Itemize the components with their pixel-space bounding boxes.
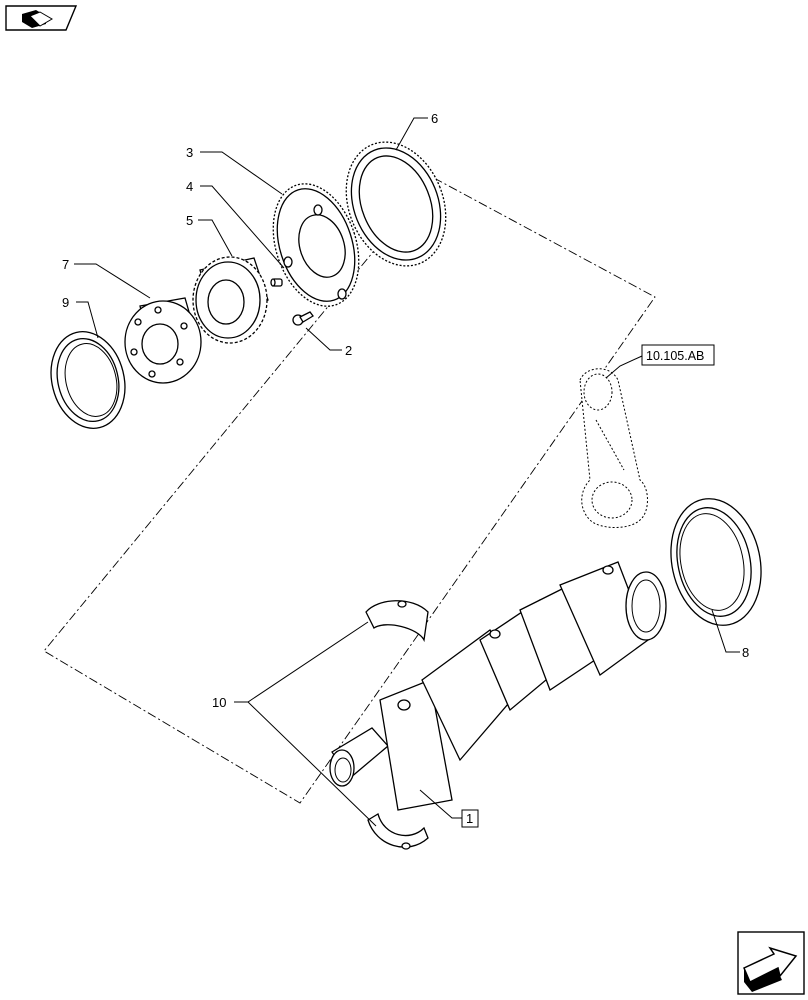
callout-6: 6 [431,111,438,126]
callout-1: 1 [466,811,473,826]
callout-7: 7 [62,257,69,272]
rear-seal [670,498,762,626]
bearing-shell-lower [367,813,429,850]
connecting-rod-reference [579,368,648,528]
callout-1-box: 1 [461,809,479,828]
screw [292,311,314,326]
spacer-hub [124,297,202,384]
callout-2: 2 [345,343,352,358]
callout-10: 10 [212,695,226,710]
ring-gear [345,141,447,267]
reference-label[interactable]: 10.105.AB [646,349,704,363]
crankshaft [329,561,667,811]
callout-4: 4 [186,179,193,194]
assembly-group-outline [43,177,656,804]
callout-3: 3 [186,145,193,160]
crank-gear [192,256,269,344]
front-seal [50,331,126,429]
callout-8: 8 [742,645,749,660]
callout-5: 5 [186,213,193,228]
leader-lines [74,117,740,827]
next-page-arrow-icon[interactable] [737,931,805,995]
dowel-pin [270,278,283,287]
callout-9: 9 [62,295,69,310]
timing-gear [272,183,360,307]
book-arrow-icon[interactable] [5,5,78,31]
reference-link[interactable]: 10.105.AB [641,344,715,366]
bearing-shell-upper [365,600,429,643]
